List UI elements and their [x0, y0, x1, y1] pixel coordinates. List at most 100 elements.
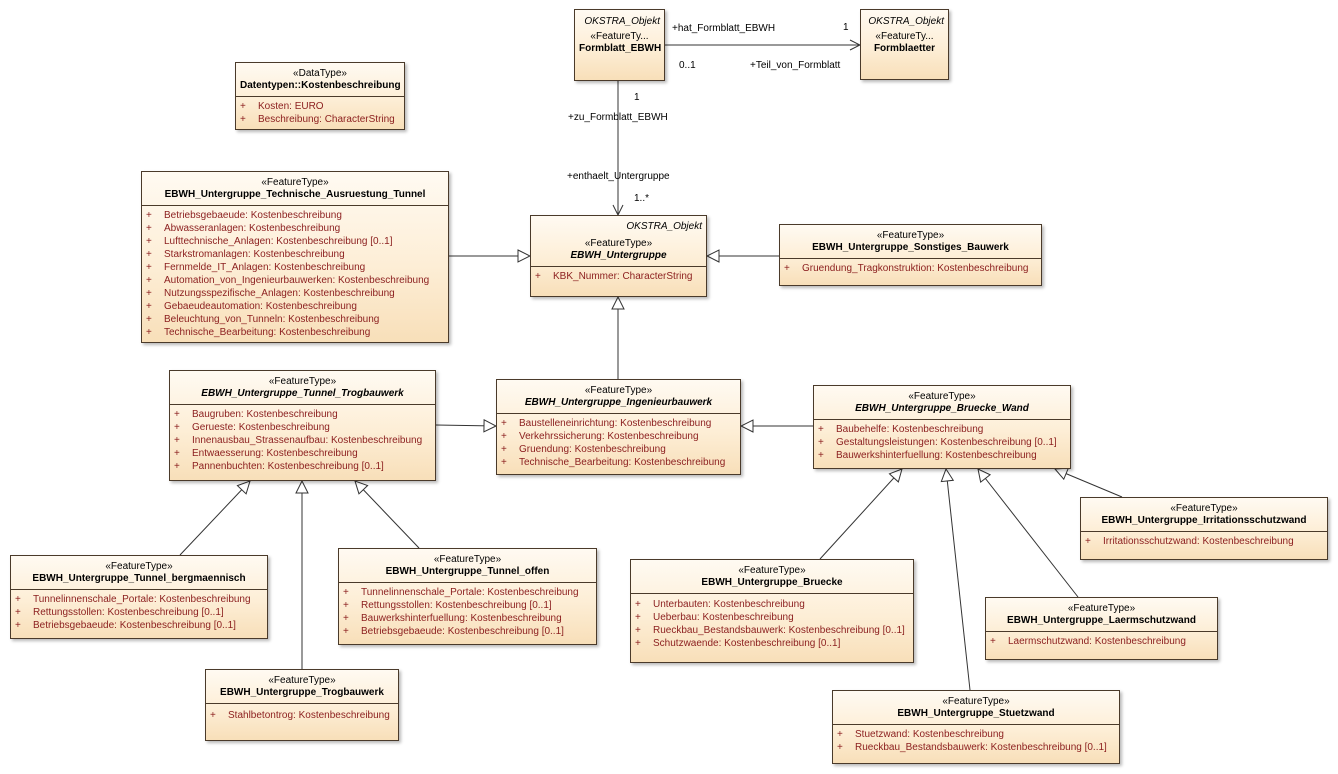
class-attribute: +Technische_Bearbeitung: Kostenbeschreib…	[146, 327, 371, 338]
class-stereotype: «FeatureType»	[584, 385, 653, 396]
class-name: EBWH_Untergruppe_Bruecke_Wand	[855, 403, 1029, 414]
class-laermschutzwand[interactable]: «FeatureType» EBWH_Untergruppe_Laermschu…	[985, 597, 1218, 660]
class-attribute: +Beschreibung: CharacterString	[240, 114, 395, 125]
role-label-hat-formblatt: +hat_Formblatt_EBWH	[672, 23, 776, 34]
class-attribute: +Lufttechnische_Anlagen: Kostenbeschreib…	[146, 236, 393, 247]
class-attribute: +Rettungsstollen: Kostenbeschreibung [0.…	[343, 600, 552, 611]
generalization-tunnel-trogbauwerk	[435, 425, 496, 426]
class-name: EBWH_Untergruppe_Ingenieurbauwerk	[524, 397, 713, 408]
class-name: EBWH_Untergruppe_Bruecke	[701, 577, 843, 588]
generalization-tunnel-bergmaennisch	[179, 481, 250, 556]
attribute-compartment: +KBK_Nummer: CharacterString	[531, 266, 706, 287]
class-attribute: +Gruendung: Kostenbeschreibung	[501, 444, 666, 455]
class-name: EBWH_Untergruppe_Irritationsschutzwand	[1101, 515, 1307, 526]
class-attribute: +Abwasseranlagen: Kostenbeschreibung	[146, 223, 341, 234]
class-attribute: +Baugruben: Kostenbeschreibung	[174, 409, 338, 420]
class-attribute: +Verkehrssicherung: Kostenbeschreibung	[501, 431, 699, 442]
class-bruecke-wand[interactable]: «FeatureType» EBWH_Untergruppe_Bruecke_W…	[813, 385, 1071, 469]
generalization-stuetzwand	[946, 469, 971, 691]
class-name: Datentypen::Kostenbeschreibung	[240, 80, 401, 91]
class-technische-ausruestung-tunnel[interactable]: «FeatureType» EBWH_Untergruppe_Technisch…	[141, 171, 449, 343]
class-tagged-value: OKSTRA_Objekt	[584, 16, 660, 27]
class-attribute: +Rueckbau_Bestandsbauwerk: Kostenbeschre…	[837, 742, 1107, 753]
class-name: EBWH_Untergruppe_Laermschutzwand	[1007, 615, 1196, 626]
class-attribute: +Stuetzwand: Kostenbeschreibung	[837, 729, 1004, 740]
class-attribute: +Rettungsstollen: Kostenbeschreibung [0.…	[15, 607, 224, 618]
class-attribute: +Nutzungsspezifische_Anlagen: Kostenbesc…	[146, 288, 395, 299]
class-kostenbeschreibung[interactable]: «DataType» Datentypen::Kostenbeschreibun…	[235, 62, 405, 130]
class-stereotype: «FeatureType»	[1067, 603, 1136, 614]
attribute-compartment: +Baubehelfe: Kostenbeschreibung +Gestalt…	[814, 419, 1070, 466]
class-name: EBWH_Untergruppe_Tunnel_Trogbauwerk	[201, 388, 404, 399]
class-attribute: +Schutzwaende: Kostenbeschreibung [0..1]	[635, 638, 841, 649]
class-attribute: +Gruendung_Tragkonstruktion: Kostenbesch…	[784, 263, 1029, 274]
class-formblaetter[interactable]: OKSTRA_Objekt «FeatureTy... Formblaetter	[860, 9, 949, 80]
role-label-teil-von-formblatt: +Teil_von_Formblatt	[750, 60, 841, 71]
attribute-compartment: +Baustelleneinrichtung: Kostenbeschreibu…	[497, 413, 740, 473]
role-label-enthaelt-untergruppe: +enthaelt_Untergruppe	[567, 171, 670, 182]
class-tunnel-trogbauwerk[interactable]: «FeatureType» EBWH_Untergruppe_Tunnel_Tr…	[169, 370, 436, 481]
generalization-laermschutzwand	[978, 469, 1079, 598]
attribute-compartment: +Laermschutzwand: Kostenbeschreibung	[986, 631, 1217, 652]
generalization-tunnel-offen	[355, 481, 420, 549]
class-tagged-value: OKSTRA_Objekt	[868, 16, 944, 27]
class-attribute: +Tunnelinnenschale_Portale: Kostenbeschr…	[15, 594, 251, 605]
class-irritationsschutzwand[interactable]: «FeatureType» EBWH_Untergruppe_Irritatio…	[1080, 497, 1328, 560]
class-stereotype: «FeatureTy...	[875, 31, 934, 42]
class-stereotype: «FeatureType»	[908, 391, 976, 402]
class-attribute: +Pannenbuchten: Kostenbeschreibung [0..1…	[174, 461, 384, 472]
attribute-compartment: +Baugruben: Kostenbeschreibung +Gerueste…	[170, 404, 435, 477]
class-bruecke[interactable]: «FeatureType» EBWH_Untergruppe_Bruecke +…	[630, 559, 914, 663]
class-attribute: +Automation_von_Ingenieurbauwerken: Kost…	[146, 275, 430, 286]
generalization-bruecke	[819, 469, 902, 560]
class-name: EBWH_Untergruppe_Technische_Ausruestung_…	[164, 189, 426, 200]
class-stereotype: «FeatureType»	[1170, 503, 1238, 514]
class-sonstiges-bauwerk[interactable]: «FeatureType» EBWH_Untergruppe_Sonstiges…	[779, 224, 1042, 286]
class-attribute: +KBK_Nummer: CharacterString	[535, 271, 693, 282]
class-stereotype: «FeatureType»	[738, 565, 806, 576]
multiplicity-zu-formblatt: 1	[634, 92, 640, 103]
class-name: EBWH_Untergruppe_Sonstiges_Bauwerk	[812, 242, 1009, 253]
class-stereotype: «FeatureType»	[433, 554, 502, 565]
class-name: EBWH_Untergruppe_Tunnel_offen	[385, 566, 550, 577]
class-attribute: +Starkstromanlagen: Kostenbeschreibung	[146, 249, 345, 260]
attribute-compartment: +Unterbauten: Kostenbeschreibung +Ueberb…	[631, 593, 913, 654]
class-stereotype: «FeatureType»	[105, 561, 173, 572]
class-tunnel-bergmaennisch[interactable]: «FeatureType» EBWH_Untergruppe_Tunnel_be…	[10, 555, 268, 639]
class-formblatt-ebwh[interactable]: OKSTRA_Objekt «FeatureTy... Formblatt_EB…	[574, 9, 665, 81]
class-attribute: +Baubehelfe: Kostenbeschreibung	[818, 424, 984, 435]
class-attribute: +Betriebsgebaeude: Kostenbeschreibung [0…	[15, 620, 236, 631]
class-stereotype: «FeatureType»	[261, 177, 329, 188]
class-name: EBWH_Untergruppe_Tunnel_bergmaennisch	[32, 573, 246, 584]
class-attribute: +Betriebsgebaeude: Kostenbeschreibung [0…	[343, 626, 564, 637]
multiplicity-hat-formblatt: 1	[843, 22, 849, 33]
class-attribute: +Irritationsschutzwand: Kostenbeschreibu…	[1085, 536, 1294, 547]
class-attribute: +Gerueste: Kostenbeschreibung	[174, 422, 330, 433]
class-attribute: +Bauwerkshinterfuellung: Kostenbeschreib…	[343, 613, 562, 624]
attribute-compartment: +Kosten: EURO +Beschreibung: CharacterSt…	[236, 96, 404, 130]
class-attribute: +Ueberbau: Kostenbeschreibung	[635, 612, 794, 623]
class-attribute: +Bauwerkshinterfuellung: Kostenbeschreib…	[818, 450, 1037, 461]
class-trogbauwerk[interactable]: «FeatureType» EBWH_Untergruppe_Trogbauwe…	[205, 669, 399, 741]
class-ebwh-untergruppe[interactable]: OKSTRA_Objekt «FeatureType» EBWH_Untergr…	[530, 215, 707, 297]
class-stereotype: «FeatureType»	[268, 376, 337, 387]
class-attribute: +Betriebsgebaeude: Kostenbeschreibung	[146, 210, 342, 221]
class-attribute: +Fernmelde_IT_Anlagen: Kostenbeschreibun…	[146, 262, 366, 273]
class-tagged-value: OKSTRA_Objekt	[626, 221, 702, 232]
class-attribute: +Beleuchtung_von_Tunneln: Kostenbeschrei…	[146, 314, 380, 325]
class-name: Formblaetter	[873, 43, 936, 54]
multiplicity-teil-von-formblatt: 0..1	[679, 60, 696, 71]
class-stereotype: «FeatureType»	[942, 696, 1010, 707]
class-attribute: +Technische_Bearbeitung: Kostenbeschreib…	[501, 457, 726, 468]
class-tunnel-offen[interactable]: «FeatureType» EBWH_Untergruppe_Tunnel_of…	[338, 548, 597, 645]
attribute-compartment: +Tunnelinnenschale_Portale: Kostenbeschr…	[11, 589, 267, 636]
attribute-compartment: +Tunnelinnenschale_Portale: Kostenbeschr…	[339, 582, 596, 642]
class-ingenieurbauwerk[interactable]: «FeatureType» EBWH_Untergruppe_Ingenieur…	[496, 379, 741, 475]
class-name: EBWH_Untergruppe_Stuetzwand	[897, 708, 1055, 719]
class-stuetzwand[interactable]: «FeatureType» EBWH_Untergruppe_Stuetzwan…	[832, 690, 1120, 764]
class-attribute: +Gestaltungsleistungen: Kostenbeschreibu…	[818, 437, 1057, 448]
attribute-compartment: +Stahlbetontrog: Kostenbeschreibung	[206, 703, 398, 726]
class-attribute: +Innenausbau_Strassenaufbau: Kostenbesch…	[174, 435, 423, 446]
class-attribute: +Unterbauten: Kostenbeschreibung	[635, 599, 805, 610]
class-attribute: +Baustelleneinrichtung: Kostenbeschreibu…	[501, 418, 712, 429]
